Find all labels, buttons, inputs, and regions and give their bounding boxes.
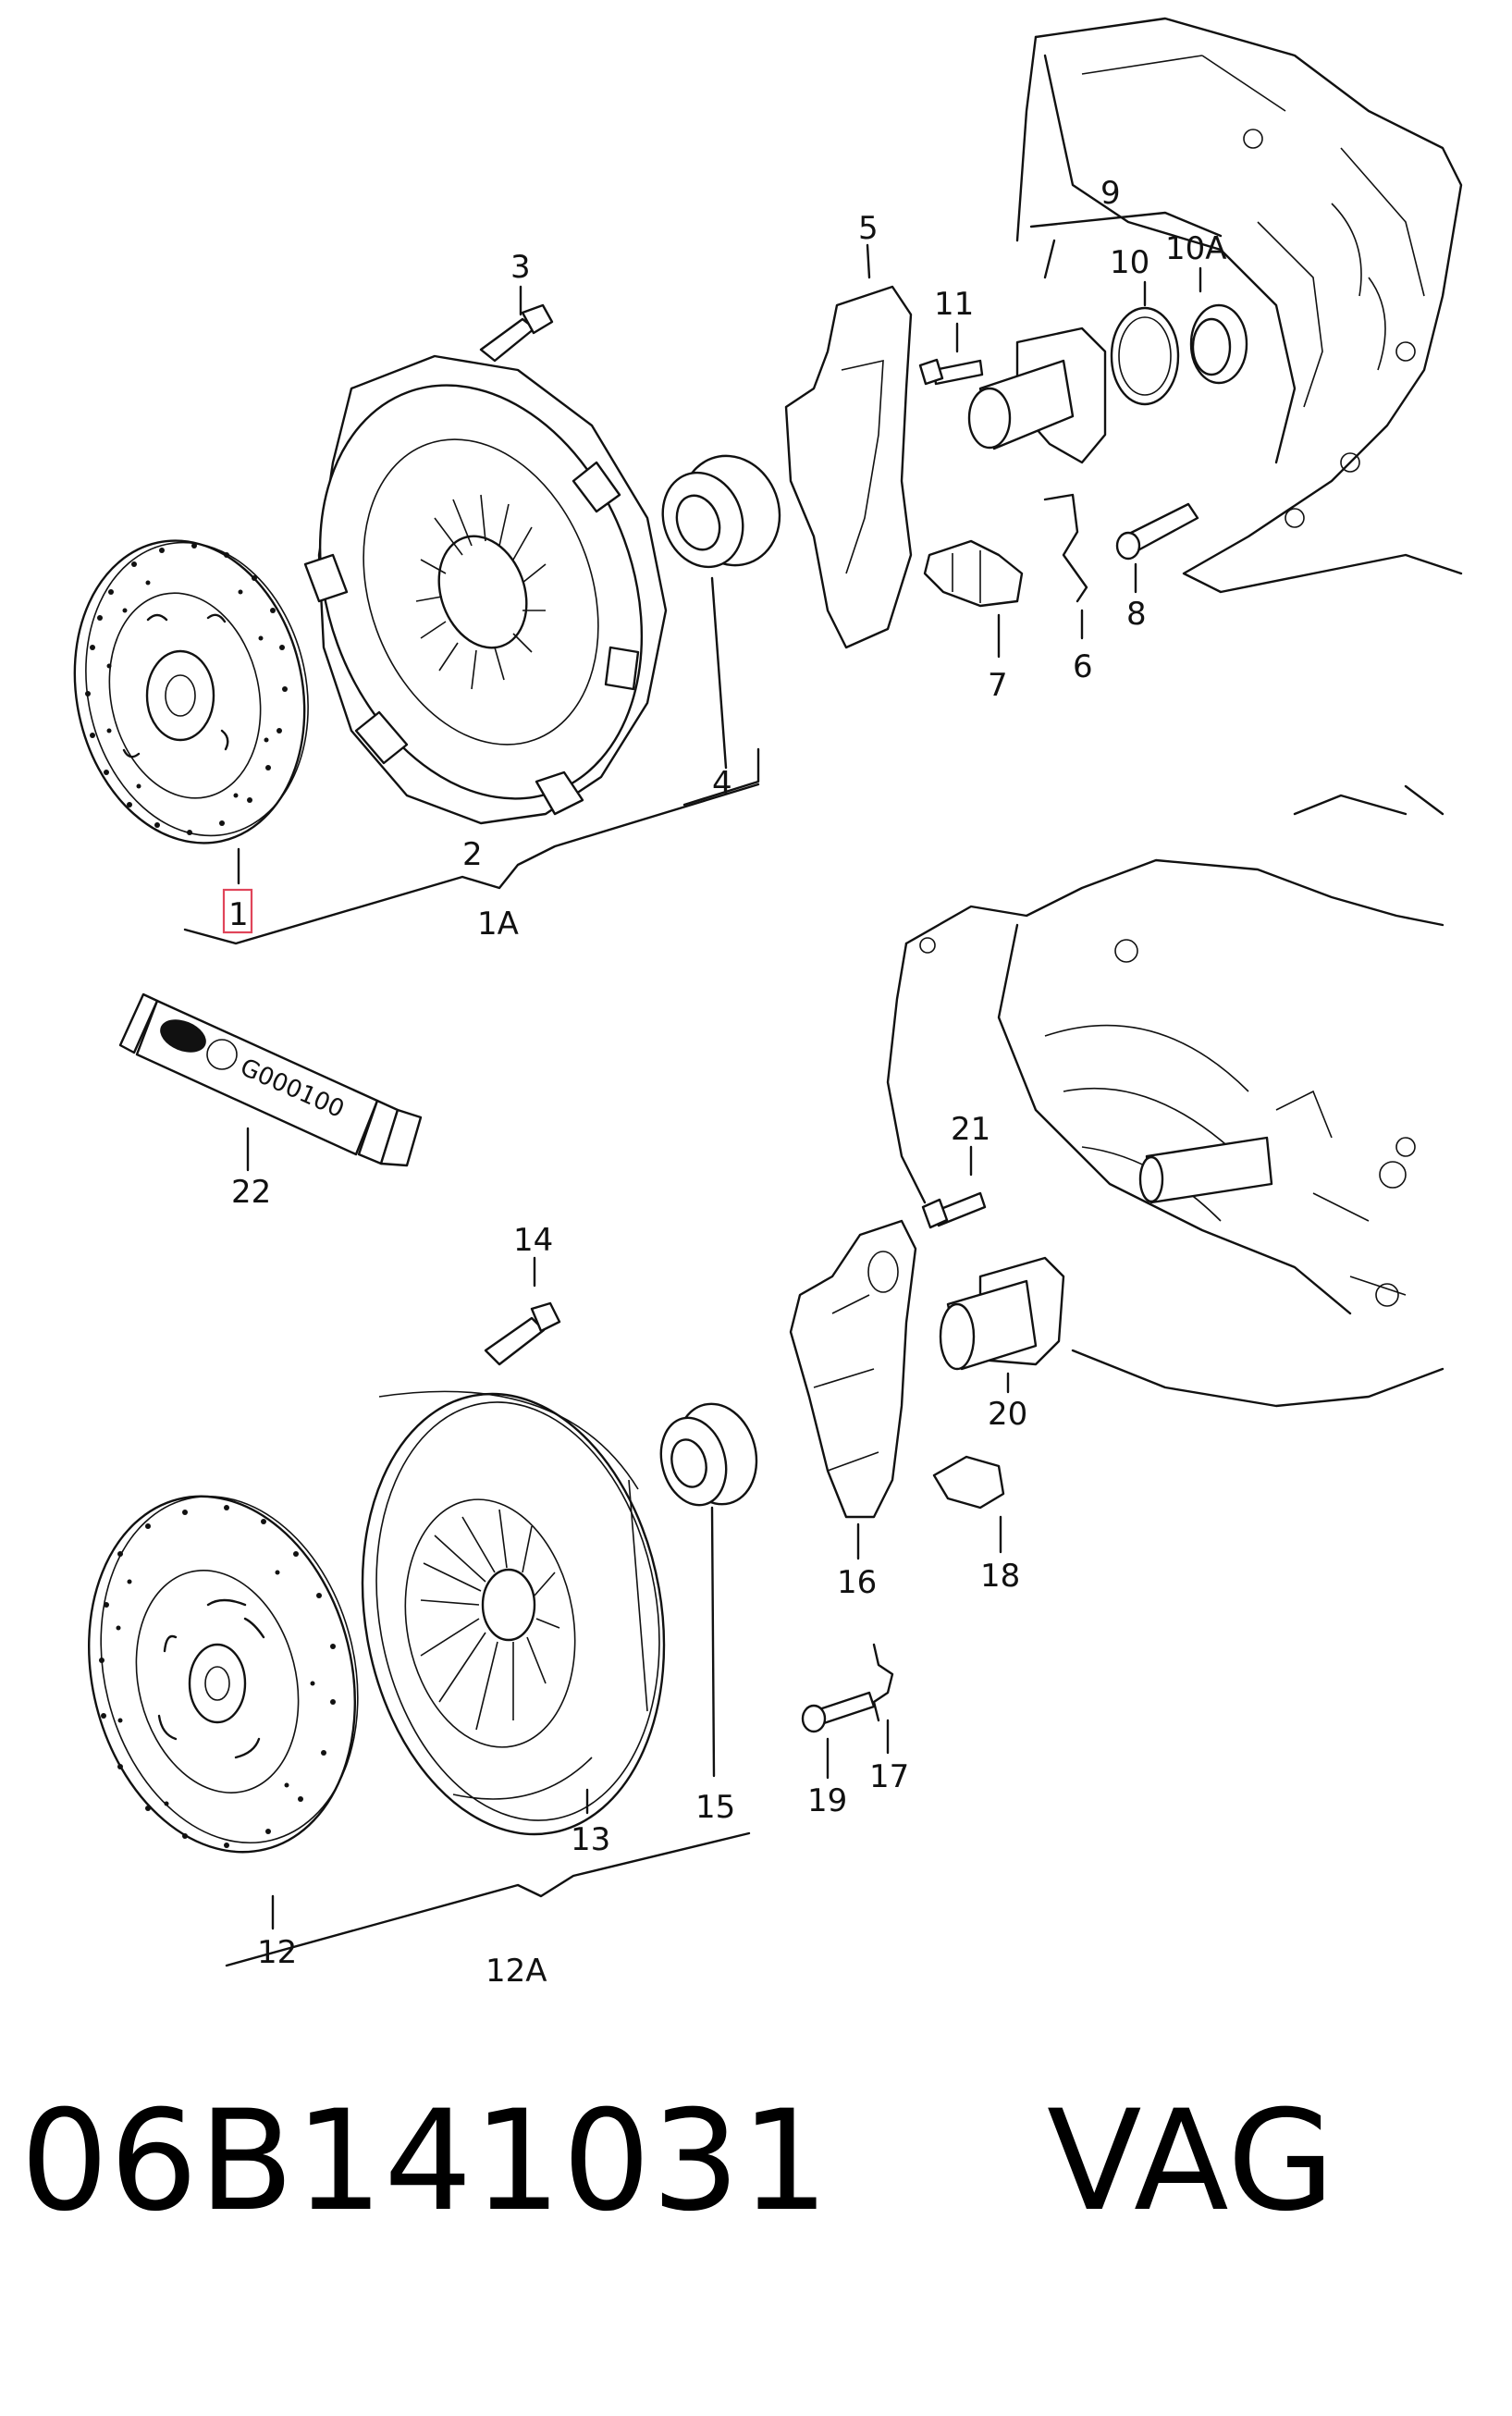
guide-sleeve-lower[interactable]	[939, 1256, 1065, 1371]
bolt-19[interactable]	[801, 1691, 876, 1733]
pressure-plate-upper[interactable]	[264, 339, 696, 844]
clip-6[interactable]	[1043, 493, 1088, 603]
bolt-8[interactable]	[1115, 502, 1199, 561]
bolt-3[interactable]	[479, 303, 554, 363]
transmission-housing-upper	[1015, 17, 1463, 594]
label-5: 5	[858, 210, 879, 247]
label-13: 13	[571, 1821, 610, 1858]
label-1a: 1A	[477, 906, 519, 943]
clip-17[interactable]	[872, 1643, 894, 1722]
callout-lines-lower	[225, 1145, 1010, 1967]
bolt-21[interactable]	[921, 1191, 987, 1229]
label-7: 7	[988, 667, 1008, 704]
label-4: 4	[712, 765, 732, 802]
release-bearing-lower[interactable]	[652, 1395, 768, 1513]
label-6: 6	[1073, 648, 1093, 685]
label-10: 10	[1110, 244, 1149, 281]
guide-sleeve-upper[interactable]	[967, 327, 1107, 464]
grease-tube-22[interactable]: G000100	[118, 992, 423, 1167]
part-number: 06B141031	[20, 2081, 830, 2242]
seal-10a[interactable]	[1189, 303, 1248, 385]
label-22: 22	[231, 1174, 271, 1211]
bracket-18[interactable]	[932, 1455, 1005, 1510]
label-17: 17	[869, 1758, 909, 1795]
release-fork-upper[interactable]	[784, 285, 913, 649]
label-12: 12	[257, 1934, 297, 1971]
clutch-disc-upper[interactable]	[47, 519, 334, 865]
label-16: 16	[837, 1564, 877, 1601]
label-19: 19	[807, 1782, 847, 1819]
label-15: 15	[695, 1789, 735, 1826]
labels-lower: 12 12A 13 14 15 16 17 18 19 20 21	[257, 1111, 1027, 1990]
label-10a: 10A	[1165, 230, 1227, 267]
bolt-11[interactable]	[918, 358, 984, 386]
label-9: 9	[1100, 175, 1121, 212]
label-14: 14	[513, 1222, 553, 1259]
label-18: 18	[980, 1558, 1020, 1595]
part-1-highlight-box	[222, 888, 253, 934]
release-bearing-upper[interactable]	[650, 442, 795, 579]
label-11: 11	[934, 286, 974, 323]
vw-logo-icon	[206, 1039, 238, 1070]
audi-logo-icon	[160, 1019, 206, 1053]
label-20: 20	[988, 1396, 1027, 1433]
bolt-14[interactable]	[484, 1301, 561, 1366]
label-21: 21	[951, 1111, 990, 1148]
pressure-plate-lower[interactable]	[329, 1370, 697, 1858]
label-2: 2	[462, 836, 483, 873]
labels-upper: 1 1A 2 3 4 5 6 7 8 9 10 10A 11	[228, 175, 1227, 943]
clutch-disc-lower[interactable]	[53, 1468, 393, 1880]
label-8: 8	[1126, 596, 1147, 633]
label-1: 1	[228, 896, 249, 933]
label-3: 3	[510, 249, 531, 286]
brand-name: VAG	[1047, 2081, 1336, 2242]
release-fork-lower[interactable]	[789, 1219, 917, 1519]
gasket-10[interactable]	[1110, 306, 1180, 406]
transmission-housing-lower	[886, 784, 1444, 1408]
label-12a: 12A	[486, 1953, 547, 1990]
callout-lines-upper	[183, 211, 1223, 945]
bracket-7[interactable]	[923, 539, 1024, 608]
